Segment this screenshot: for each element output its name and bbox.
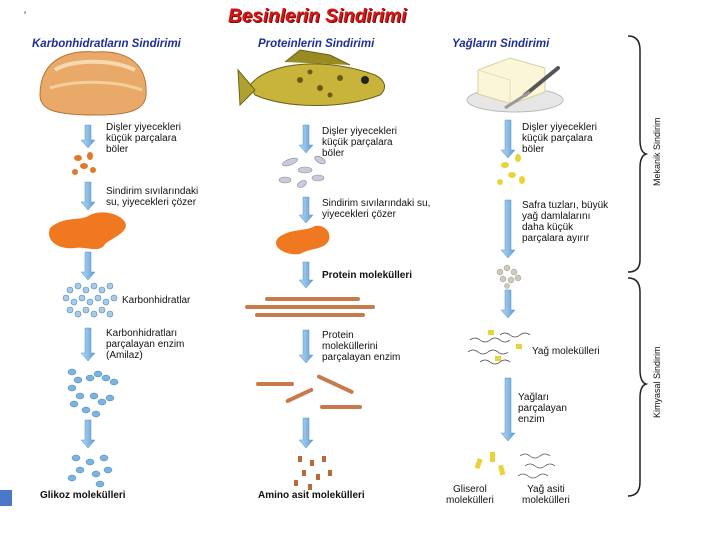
fatty-acid-label: Yağ asiti molekülleri bbox=[522, 484, 570, 506]
heading-carbohydrates: Karbonhidratların Sindirimi bbox=[32, 38, 181, 50]
fat-step2-label: Safra tuzları, büyük yağ damlalarını dah… bbox=[522, 200, 609, 244]
bracket-chemical bbox=[627, 277, 649, 497]
carb-enzyme-label: Karbonhidratları parçalayan enzim (Amila… bbox=[106, 328, 185, 361]
fat-molecule-heads bbox=[488, 330, 522, 361]
glycerol-molecules bbox=[474, 452, 506, 476]
chemical-digestion-label: Kimyasal Sindirim bbox=[652, 346, 662, 418]
carb-splat bbox=[49, 212, 126, 250]
fat-droplets bbox=[496, 264, 522, 289]
glucose-molecules bbox=[67, 454, 113, 488]
page-title: Besinlerin Sindirimi bbox=[228, 6, 407, 27]
mechanical-digestion-label: Mekanik Sindirim bbox=[652, 117, 662, 186]
protein-pieces bbox=[278, 155, 326, 188]
glucose-chains bbox=[67, 368, 119, 418]
glycerol-label: Gliserol molekülleri bbox=[446, 484, 494, 506]
carb-pieces bbox=[72, 152, 96, 175]
left-edge-marker bbox=[0, 490, 12, 506]
protein-splat bbox=[276, 225, 330, 255]
heading-proteins: Proteinlerin Sindirimi bbox=[258, 38, 375, 50]
heading-fats: Yağların Sindirimi bbox=[452, 38, 550, 50]
carb-step2-label: Sindirim sıvılarındaki su, yiyecekleri ç… bbox=[106, 186, 199, 208]
fat-pieces bbox=[497, 154, 525, 185]
carbohydrate-cluster bbox=[62, 282, 118, 318]
carb-molecules-label: Karbonhidratlar bbox=[122, 295, 191, 306]
protein-step2-label: Sindirim sıvılarındaki su, yiyecekleri ç… bbox=[322, 198, 431, 220]
fish-icon bbox=[237, 49, 386, 107]
carb-step1-label: Dişler yiyecekleri küçük parçalara böler bbox=[106, 122, 182, 155]
amino-acid-molecules bbox=[294, 456, 332, 490]
fat-step1-label: Dişler yiyecekleri küçük parçalara böler bbox=[522, 122, 598, 155]
fat-molecules-label: Yağ molekülleri bbox=[532, 346, 600, 357]
fat-enzyme-label: Yağları parçalayan enzim bbox=[518, 392, 567, 425]
protein-enzyme-label: Protein moleküllerini parçalayan enzim bbox=[322, 330, 401, 363]
protein-chains bbox=[245, 297, 375, 317]
protein-molecules-label: Protein molekülleri bbox=[322, 270, 413, 281]
fat-molecules bbox=[467, 332, 531, 365]
protein-step1-label: Dişler yiyecekleri küçük parçalara böler bbox=[322, 126, 398, 159]
protein-fragments bbox=[256, 374, 362, 409]
fatty-acid-molecules bbox=[517, 453, 556, 479]
flow-arrows bbox=[80, 119, 516, 449]
carb-result-label: Glikoz molekülleri bbox=[40, 490, 126, 501]
butter-icon bbox=[466, 57, 564, 113]
title-mark: ' bbox=[24, 10, 27, 22]
bread-icon bbox=[39, 51, 147, 116]
protein-result-label: Amino asit molekülleri bbox=[258, 490, 365, 501]
bracket-mechanical bbox=[627, 35, 649, 273]
